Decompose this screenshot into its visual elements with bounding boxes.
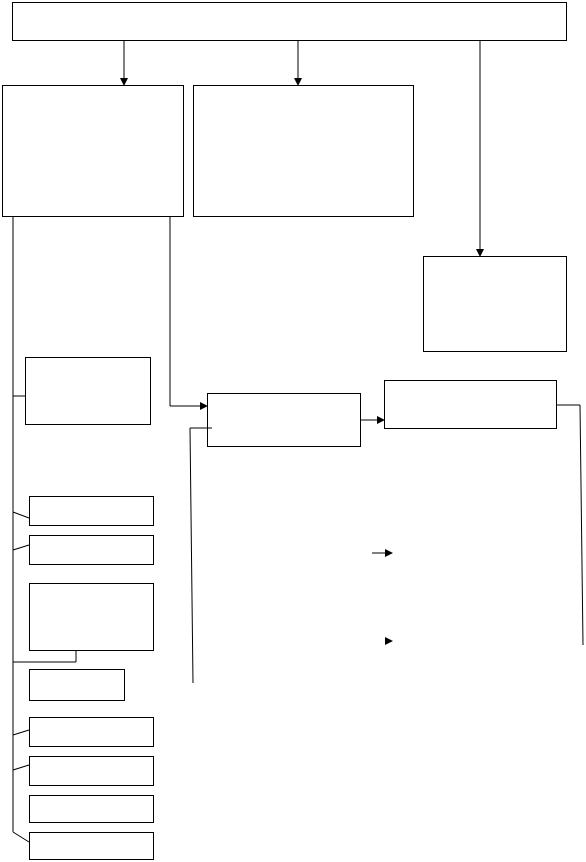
left-c-box — [29, 535, 154, 565]
left-a-box — [25, 357, 151, 425]
connector-left-f — [12, 729, 30, 736]
left-h-box — [29, 795, 154, 823]
left-d-box — [29, 583, 154, 651]
connector-center-down — [189, 427, 194, 684]
right-main-box — [384, 380, 557, 429]
left-g-box — [29, 756, 154, 786]
top-box — [12, 2, 567, 41]
left-f-box — [29, 717, 154, 747]
right-upper-box — [423, 256, 567, 352]
connector-right-down — [579, 404, 584, 646]
left-i-box — [29, 832, 154, 860]
connector-left-c — [12, 544, 30, 551]
left-e-box — [29, 669, 125, 701]
left-b-box — [29, 496, 154, 526]
connector-left-g — [12, 764, 30, 771]
mid-center-box — [193, 85, 414, 217]
connector-left-i — [12, 831, 30, 843]
center-main-box — [207, 393, 361, 447]
connector-left-b — [12, 511, 30, 519]
mid-left-box — [2, 85, 184, 217]
